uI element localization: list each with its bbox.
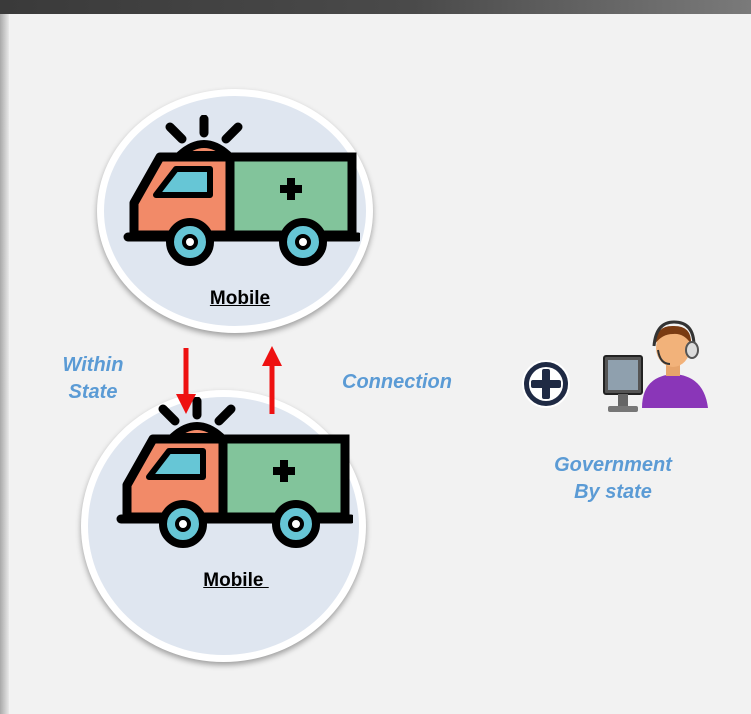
node-label-top: Mobile [209,288,271,309]
call-center-agent-icon [603,320,708,412]
top-bar [0,0,751,14]
left-bar [0,14,9,714]
within-state-caption: Within State [38,352,148,406]
gov-caption-line1: Government [554,454,672,476]
ambulance-icon [116,397,353,548]
node-label-bottom: Mobile [203,570,269,591]
plus-circle-icon [522,360,570,408]
gov-caption-line2: By state [574,481,652,503]
arrow-down [176,348,196,414]
arrow-up [262,346,282,414]
within-caption-line1: Within [62,354,124,376]
within-caption-line2: State [68,381,118,403]
government-caption: Government By state [528,452,698,506]
ambulance-icon [123,115,360,266]
connection-caption: Connection [342,371,452,393]
